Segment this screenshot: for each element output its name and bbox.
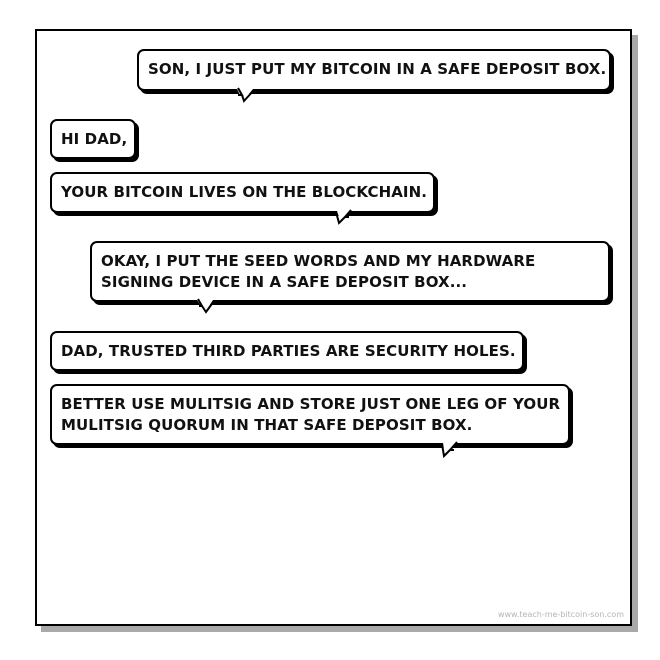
speech-bubble-son-3: DAD, TRUSTED THIRD PARTIES ARE SECURITY … xyxy=(50,331,524,371)
speech-bubble-dad-1: SON, I JUST PUT MY BITCOIN IN A SAFE DEP… xyxy=(137,49,611,91)
comic-panel: SON, I JUST PUT MY BITCOIN IN A SAFE DEP… xyxy=(35,29,632,626)
speech-tail-icon xyxy=(197,298,215,314)
speech-text: HI DAD, xyxy=(61,130,128,148)
speech-tail-icon xyxy=(335,209,352,225)
speech-tail-icon xyxy=(441,441,458,459)
speech-bubble-dad-2: OKAY, I PUT THE SEED WORDS AND MY HARDWA… xyxy=(90,241,610,302)
speech-text: DAD, TRUSTED THIRD PARTIES ARE SECURITY … xyxy=(61,342,516,360)
watermark: www.teach-me-bitcoin-son.com xyxy=(497,610,624,619)
speech-text-line: OKAY, I PUT THE SEED WORDS AND MY HARDWA… xyxy=(101,252,536,270)
speech-text-line: BETTER USE MULITSIG AND STORE JUST ONE L… xyxy=(61,395,561,413)
speech-text: YOUR BITCOIN LIVES ON THE BLOCKCHAIN. xyxy=(61,183,428,201)
speech-text-line: MULITSIG QUORUM IN THAT SAFE DEPOSIT BOX… xyxy=(61,416,473,434)
speech-bubble-son-2: YOUR BITCOIN LIVES ON THE BLOCKCHAIN. xyxy=(50,172,435,213)
speech-bubble-son-1: HI DAD, xyxy=(50,119,136,159)
speech-bubble-son-4: BETTER USE MULITSIG AND STORE JUST ONE L… xyxy=(50,384,570,445)
speech-text-line: SIGNING DEVICE IN A SAFE DEPOSIT BOX... xyxy=(101,273,468,291)
speech-tail-icon xyxy=(237,87,255,103)
speech-text: SON, I JUST PUT MY BITCOIN IN A SAFE DEP… xyxy=(148,60,607,78)
